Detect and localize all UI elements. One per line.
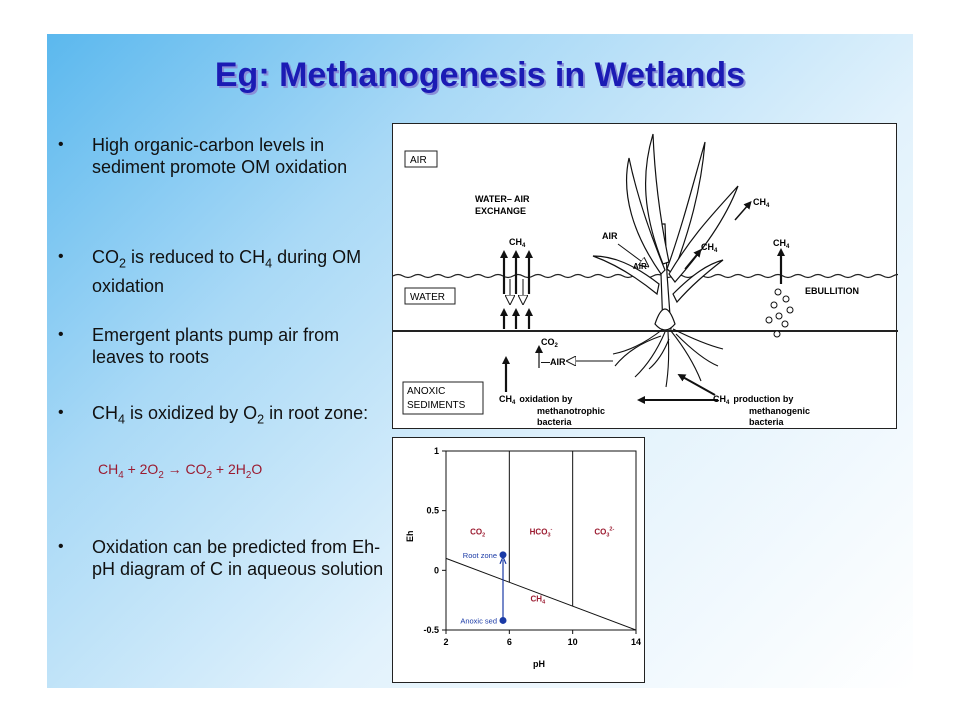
y-axis-label: Eh [405, 530, 415, 542]
bullet-dot-icon: • [58, 404, 64, 421]
y-tick-label: -0.5 [423, 625, 439, 635]
co2-label: CO2 [541, 337, 559, 349]
water-air-exchange-label: EXCHANGE [475, 206, 526, 216]
y-tick-label: 1 [434, 446, 439, 456]
production-label: bacteria [749, 417, 785, 427]
zone-air-label: AIR [410, 155, 427, 166]
data-point [499, 616, 507, 624]
ch4-label: CH4 [753, 197, 770, 209]
ch4-label: CH4 [509, 237, 526, 249]
bullet-dot-icon: • [58, 136, 64, 153]
data-point [499, 551, 507, 559]
wetland-methane-diagram: AIR WATER ANOXIC SEDIMENTS WATER– AIR EX… [392, 123, 898, 429]
ebullition-label: EBULLITION [805, 286, 859, 296]
roots-illustration [612, 328, 724, 388]
oxidation-formula: CH4 + 2O2 → CO2 + 2H2O [98, 461, 263, 481]
x-tick-label: 2 [443, 637, 448, 647]
zone-sediment-label: ANOXIC [407, 386, 445, 397]
x-tick-label: 6 [507, 637, 512, 647]
bullet-text: Oxidation can be predicted from Eh-pH di… [92, 537, 384, 579]
production-label: methanogenic [749, 406, 810, 416]
bullet-text: CH4 is oxidized by O2 in root zone: [92, 403, 369, 427]
bullet-dot-icon: • [58, 326, 64, 343]
stability-boundary [445, 557, 637, 631]
zone-sediment-label: SEDIMENTS [407, 400, 466, 411]
point-label: Root zone [463, 551, 497, 560]
point-label: Anoxic sed [460, 616, 497, 625]
slide: Eg: Methanogenesis in Wetlands • High or… [47, 34, 913, 688]
air-label: AIR [602, 231, 618, 241]
region-label: HCO3- [530, 527, 553, 539]
plot-area [445, 450, 637, 631]
water-air-exchange-label: WATER– AIR [475, 194, 530, 204]
region-label: CH4 [531, 594, 547, 605]
bullet-dot-icon: • [58, 538, 64, 555]
eh-ph-diagram: 2 6 10 14 1 0.5 0 -0.5 CO2 HCO3- CO32- CH4 Root zo… [392, 437, 645, 683]
bullet-text: Emergent plants pump air from leaves to … [92, 325, 340, 367]
ch4-label: CH4 [773, 238, 790, 250]
bullet-text: High organic-carbon levels in sediment p… [92, 135, 348, 177]
y-tick-label: 0 [434, 565, 439, 575]
eh-ph-chart-svg: 2 6 10 14 1 0.5 0 -0.5 CO2 HCO3- CO32- CH4 Root zo… [405, 446, 641, 669]
zone-water-label: WATER [410, 292, 445, 303]
bubbles-illustration [765, 288, 794, 338]
region-label: CO2 [470, 528, 485, 539]
air-arrow-label: —AIR [541, 357, 566, 367]
plant-illustration [592, 133, 739, 331]
wetland-diagram-svg: AIR WATER ANOXIC SEDIMENTS WATER– AIR EX… [393, 133, 898, 427]
bullet-text: CO2 is reduced to CH4 during OM oxidatio… [92, 247, 362, 296]
oxidation-label: methanotrophic [537, 406, 605, 416]
bullet-dot-icon: • [58, 248, 64, 265]
air-label: AIR [633, 262, 647, 271]
oxidation-label: bacteria [537, 417, 573, 427]
ch4-label: CH4 [701, 242, 718, 254]
x-tick-label: 14 [631, 637, 641, 647]
x-tick-label: 10 [568, 637, 578, 647]
slide-title: Eg: Methanogenesis in Wetlands [214, 56, 746, 94]
x-axis-label: pH [533, 659, 545, 669]
region-label: CO32- [594, 527, 614, 539]
y-tick-label: 0.5 [426, 506, 439, 516]
